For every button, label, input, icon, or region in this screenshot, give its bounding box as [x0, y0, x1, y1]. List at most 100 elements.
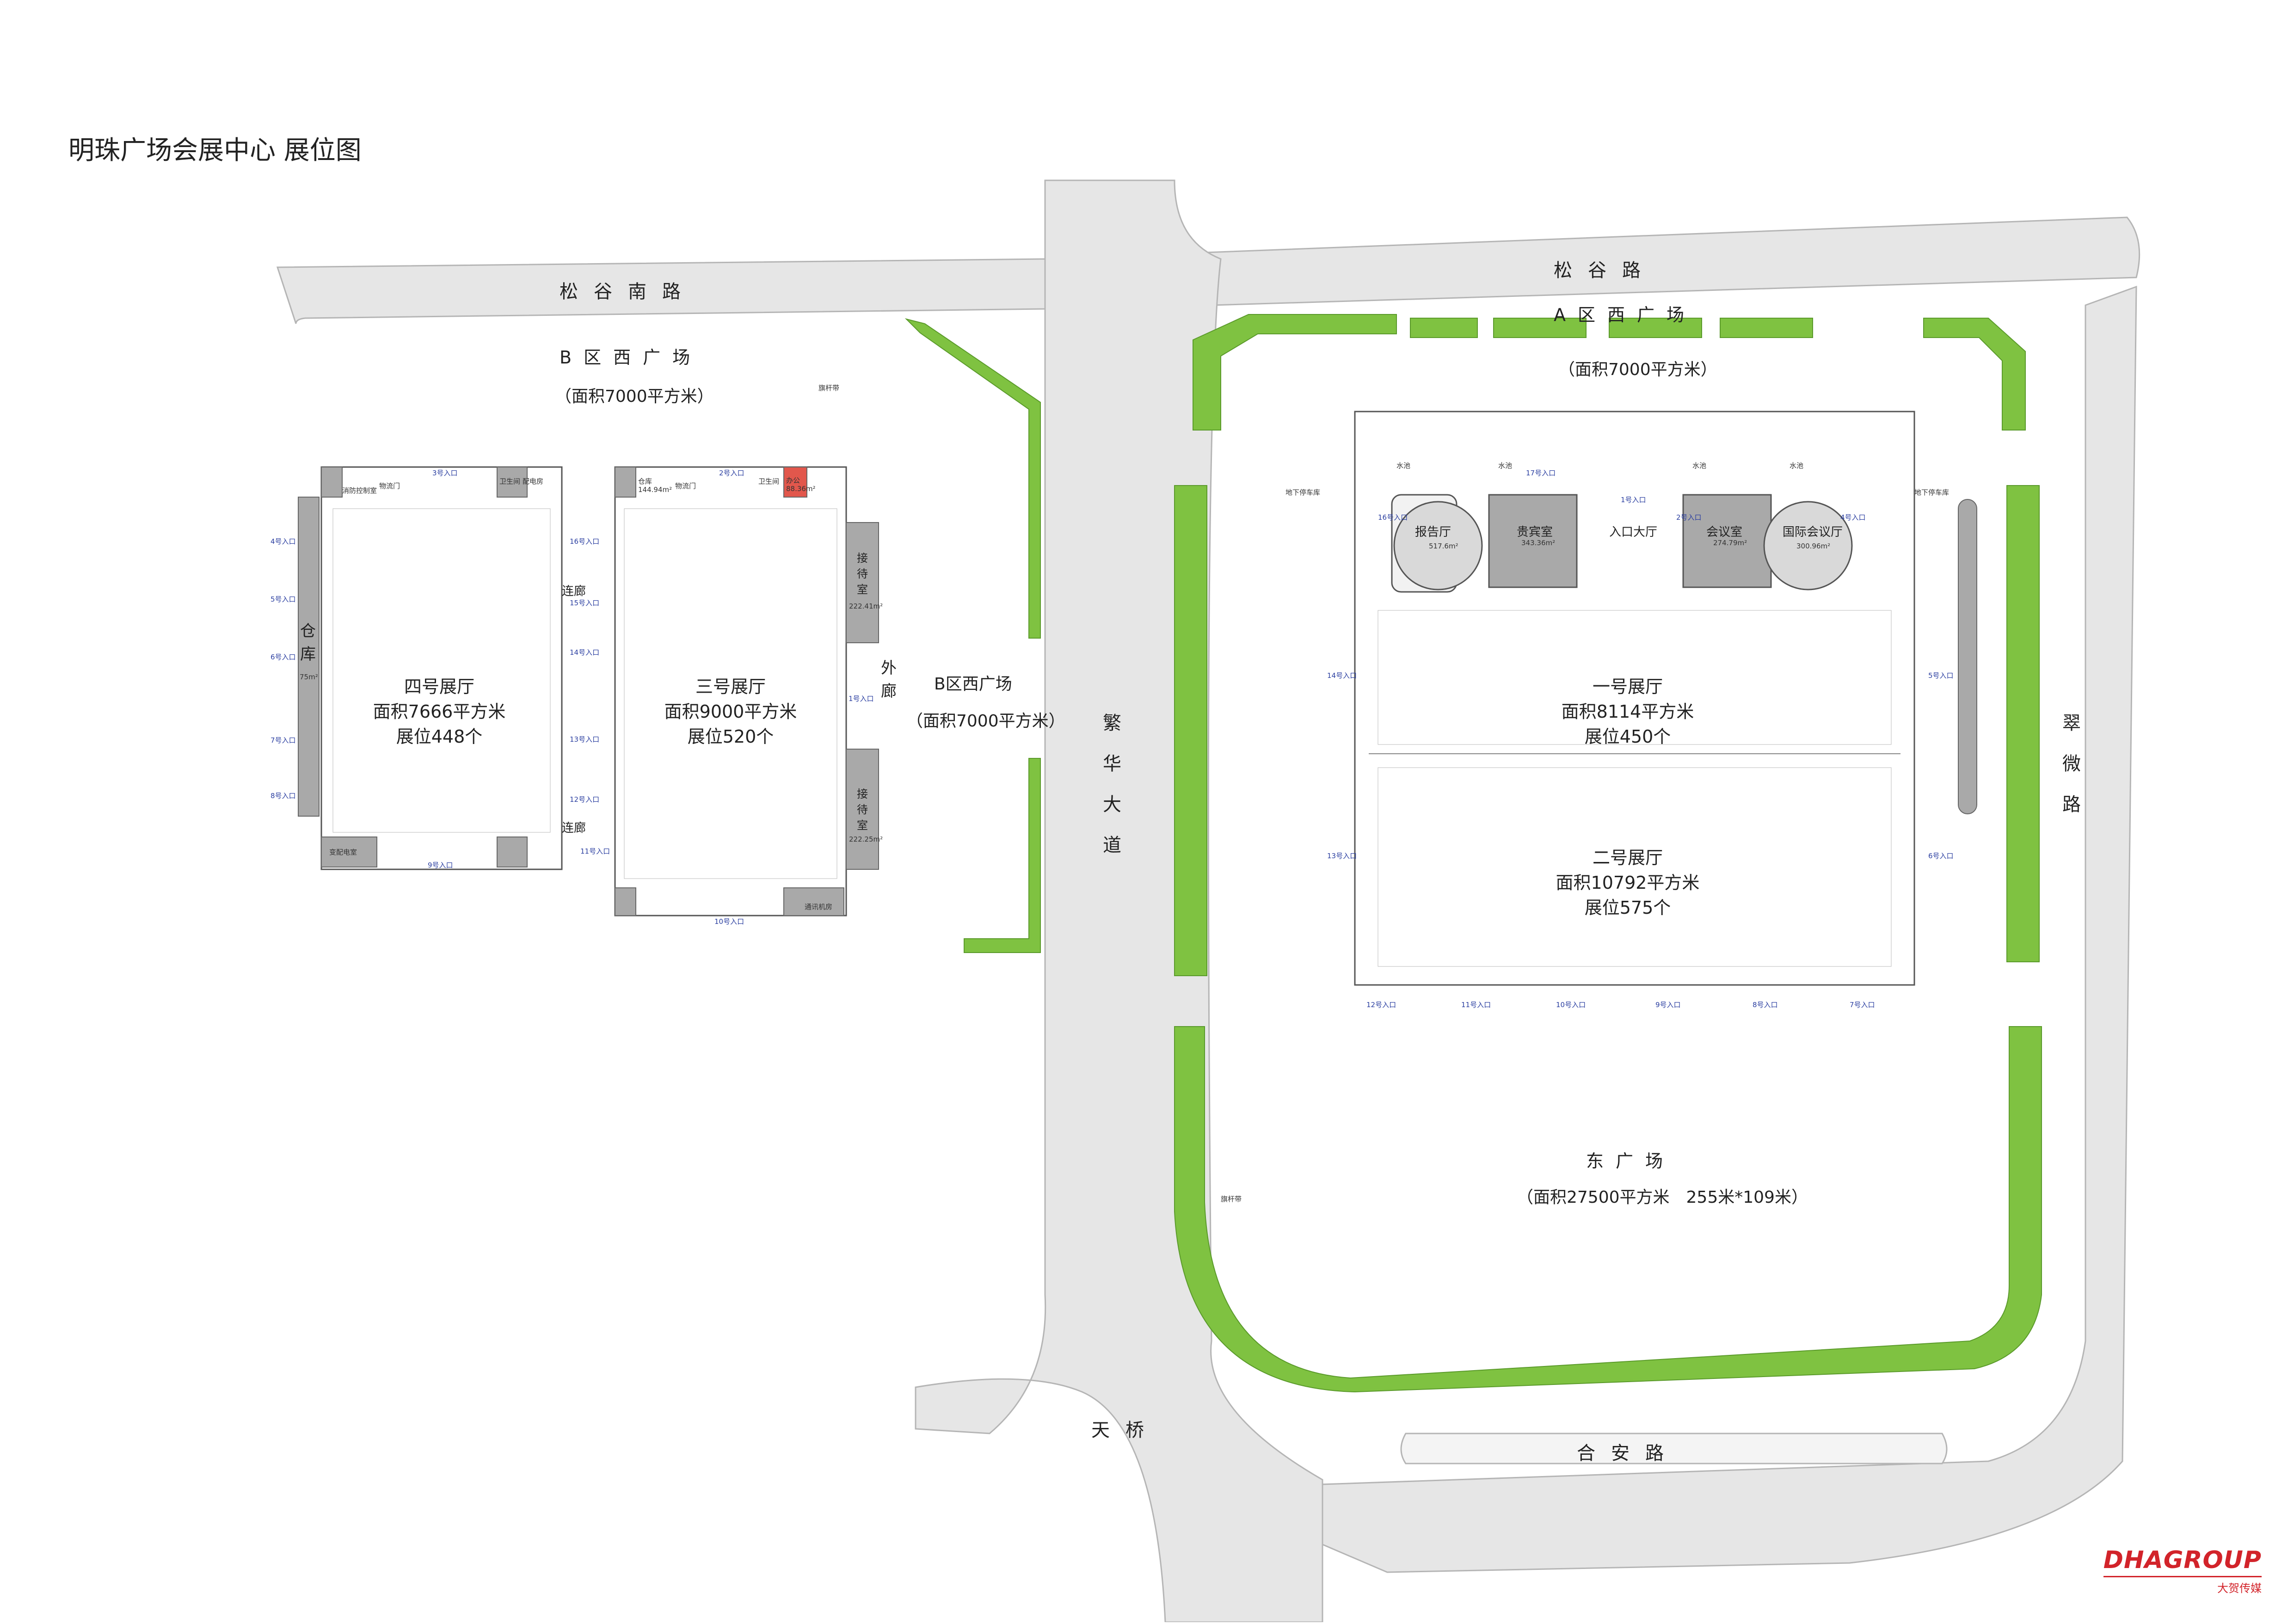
flagpole-b-label: 旗杆带 [818, 384, 840, 392]
toilet-b3-label: 卫生间 [758, 477, 780, 486]
storage-b3-label: 仓库 [638, 477, 652, 486]
office-area: 88.36m² [786, 485, 816, 493]
warehouse-label: 仓库 [300, 622, 316, 664]
hall2-booths: 展位575个 [1584, 898, 1671, 918]
vip-room-label: 贵宾室 [1517, 525, 1553, 539]
entrance-8: 8号入口 [271, 792, 296, 800]
entrance-a-6: 6号入口 [1928, 852, 1954, 860]
hall4-name: 四号展厅 [404, 677, 474, 697]
entrance-a-11: 11号入口 [1461, 1001, 1491, 1009]
road-fanhua-label: 繁华大道 [1103, 713, 1121, 856]
entrance-a-5: 5号入口 [1928, 671, 1954, 680]
goods-door-b4: 物流门 [379, 482, 400, 490]
page-title: 明珠广场会展中心 展位图 [68, 135, 362, 166]
hall4-booths: 展位448个 [396, 726, 483, 747]
storage-b3-area: 144.94m² [638, 486, 672, 494]
outer-corridor-label: 外廊 [881, 659, 897, 701]
entrance-3: 3号入口 [432, 469, 458, 477]
toilet-b4-label: 卫生间 [499, 477, 521, 486]
entrance-14: 14号入口 [570, 648, 600, 657]
hall1-name: 一号展厅 [1592, 677, 1663, 697]
entrance-a-8: 8号入口 [1753, 1001, 1778, 1009]
entrance-12: 12号入口 [570, 795, 600, 804]
entrance-a-4: 4号入口 [1840, 513, 1866, 522]
water-pool-1: 水池 [1396, 461, 1411, 470]
power-room-label: 配电房 [523, 477, 544, 486]
reception-top-area: 222.41m² [849, 602, 883, 610]
road-songgu [1181, 216, 2140, 307]
meeting-area: 274.79m² [1713, 539, 1747, 547]
green-belts [904, 314, 2042, 1393]
hall3-booths: 展位520个 [687, 726, 774, 747]
hall1-booths: 展位450个 [1584, 726, 1671, 747]
water-pool-3: 水池 [1692, 461, 1707, 470]
brand-logo-subtitle: 大贺传媒 [2103, 1576, 2262, 1595]
plaza-b-west-side-name: B区西广场 [934, 675, 1012, 694]
plaza-a-west-area: （面积7000平方米） [1558, 360, 1717, 379]
hall3-block: 三号展厅 面积9000平方米 展位520个 [661, 674, 800, 749]
intl-conf-label: 国际会议厅 [1783, 525, 1843, 539]
hall4-area: 面积7666平方米 [373, 701, 506, 722]
roads [276, 179, 2140, 1623]
road-hean-strip [1400, 1433, 1948, 1464]
reception-bottom-label: 接待室 [857, 787, 868, 832]
bridge-label: 天桥 [1091, 1420, 1160, 1441]
entrance-hall-label: 入口大厅 [1609, 525, 1658, 539]
grey-rooms [298, 467, 1977, 916]
entrance-1: 1号入口 [849, 695, 874, 703]
plaza-b-west-area: （面积7000平方米） [555, 387, 714, 406]
plaza-b-west-name: B区西广场 [560, 347, 702, 368]
road-songgu-south [276, 258, 1046, 324]
hall2-block: 二号展厅 面积10792平方米 展位575个 [1544, 845, 1711, 920]
plaza-east-area: （面积27500平方米 255米*109米） [1517, 1188, 1808, 1207]
flagpole-east-label: 旗杆带 [1221, 1195, 1242, 1203]
entrance-6: 6号入口 [271, 653, 296, 661]
plaza-a-west-name: A区西广场 [1554, 305, 1696, 325]
entrance-9: 9号入口 [428, 861, 453, 869]
hall-outlines [320, 411, 1915, 986]
hall1-block: 一号展厅 面积8114平方米 展位450个 [1554, 674, 1702, 749]
entrance-a-10: 10号入口 [1556, 1001, 1586, 1009]
meeting-room-label: 会议室 [1706, 525, 1743, 539]
hall2-area: 面积10792平方米 [1556, 873, 1700, 893]
water-pool-4: 水池 [1790, 461, 1804, 470]
road-songgu-label: 松谷路 [1554, 260, 1656, 281]
entrance-4: 4号入口 [271, 537, 296, 546]
entrance-11: 11号入口 [580, 847, 610, 855]
entrance-a-2: 2号入口 [1676, 513, 1702, 522]
corridor-top-label: 连廊 [562, 584, 586, 598]
road-cuiwei [1322, 285, 2137, 1573]
entrance-5: 5号入口 [271, 595, 296, 603]
road-fanhua [915, 179, 1323, 1623]
report-hall-label: 报告厅 [1415, 525, 1451, 539]
entrance-13: 13号入口 [570, 735, 600, 744]
plaza-b-west-side-area: （面积7000平方米） [906, 712, 1065, 731]
substation-label: 变配电室 [329, 848, 357, 856]
entrance-a-17: 17号入口 [1526, 469, 1556, 477]
corridor-bottom-label: 连廊 [562, 821, 586, 835]
pump-room-label: 通讯机房 [805, 903, 833, 911]
entrance-a-9: 9号入口 [1655, 1001, 1681, 1009]
fire-control-label: 消防控制室 [342, 486, 377, 495]
warehouse-area: 75m² [300, 673, 318, 681]
intl-area: 300.96m² [1796, 542, 1831, 550]
report-area: 517.6m² [1429, 542, 1458, 550]
plaza-east-name: 东广场 [1586, 1151, 1675, 1171]
hall3-area: 面积9000平方米 [664, 701, 797, 722]
office-label: 办公 [786, 476, 800, 485]
reception-bottom-area: 222.25m² [849, 835, 883, 843]
entrance-15: 15号入口 [570, 599, 600, 607]
parking-east-label: 地下停车库 [1914, 488, 1950, 497]
goods-door-b3: 物流门 [675, 482, 696, 490]
hall4-block: 四号展厅 面积7666平方米 展位448个 [370, 674, 509, 749]
entrance-7: 7号入口 [271, 736, 296, 744]
reception-top-label: 接待室 [857, 552, 868, 596]
hall3-name: 三号展厅 [695, 677, 766, 697]
vip-area: 343.36m² [1521, 539, 1556, 547]
entrance-a-1: 1号入口 [1621, 496, 1646, 504]
entrance-2: 2号入口 [719, 469, 744, 477]
entrance-a-14: 14号入口 [1327, 671, 1357, 680]
water-pool-2: 水池 [1498, 461, 1513, 470]
entrance-a-12: 12号入口 [1366, 1001, 1396, 1009]
